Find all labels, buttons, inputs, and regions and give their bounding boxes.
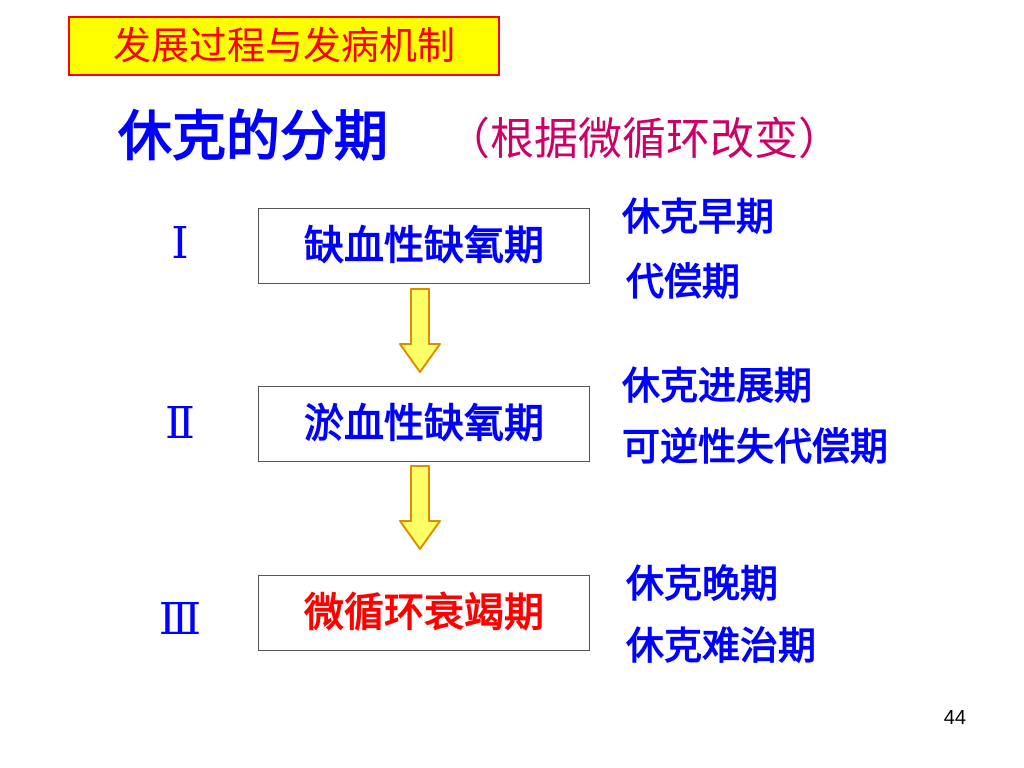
stage-1-note-2: 代偿期	[626, 260, 741, 304]
stage-1-note-1: 休克早期	[622, 195, 775, 239]
stage-1-label: 缺血性缺氧期	[304, 223, 544, 269]
header-label-part1: 发展过程	[112, 24, 265, 68]
stage-1-numeral: Ⅰ	[171, 218, 189, 269]
slide-title: 休克的分期	[118, 105, 388, 168]
section-header-badge: 发展过程与发病机制	[68, 16, 500, 76]
stage-3-box: 微循环衰竭期	[258, 575, 590, 651]
stage-1-box: 缺血性缺氧期	[258, 208, 590, 284]
stage-2-box: 淤血性缺氧期	[258, 386, 590, 462]
stage-3-note-1: 休克晚期	[626, 562, 779, 606]
stage-2-label: 淤血性缺氧期	[304, 401, 544, 447]
stage-2-note-2: 可逆性失代偿期	[622, 425, 889, 469]
stage-3-note-2: 休克难治期	[626, 624, 817, 668]
stage-3-label: 微循环衰竭期	[304, 590, 544, 636]
stage-3-numeral: Ⅲ	[158, 594, 202, 645]
stage-2-numeral: Ⅱ	[165, 398, 195, 449]
stage-2-note-1: 休克进展期	[622, 364, 813, 408]
down-arrow-icon	[399, 288, 441, 373]
down-arrow-icon	[399, 465, 441, 550]
header-label-part2: 与发病机制	[265, 24, 456, 68]
slide-subtitle: （根据微循环改变）	[446, 114, 842, 165]
page-number: 44	[943, 707, 966, 729]
